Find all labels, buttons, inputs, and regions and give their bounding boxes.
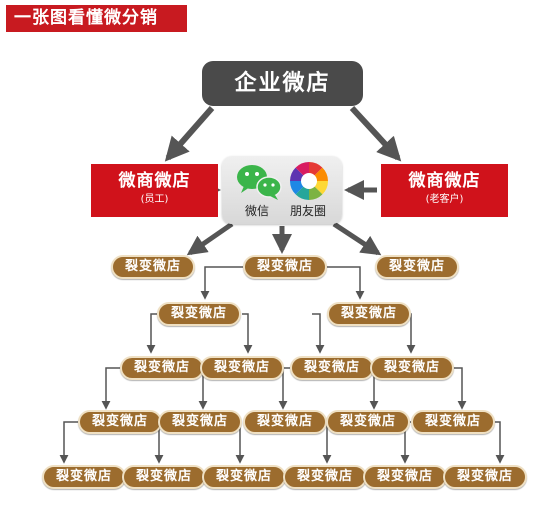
hub-icons <box>237 162 328 200</box>
fission-store-node: 裂变微店 <box>111 255 195 279</box>
page-title: 一张图看懂微分销 <box>6 5 187 32</box>
left-box-subtitle: (员工) <box>140 194 169 205</box>
enterprise-store-node: 企业微店 <box>202 61 363 106</box>
moments-icon <box>290 162 328 200</box>
fission-store-node: 裂变微店 <box>411 410 495 434</box>
fission-store-node: 裂变微店 <box>443 465 527 489</box>
fission-store-node: 裂变微店 <box>375 255 459 279</box>
fission-store-node: 裂变微店 <box>370 356 454 380</box>
right-merchant-store-box: 微商微店 (老客户) <box>381 164 508 217</box>
fission-store-node: 裂变微店 <box>243 410 327 434</box>
fission-store-node: 裂变微店 <box>327 302 411 326</box>
fission-store-node: 裂变微店 <box>200 356 284 380</box>
fission-store-node: 裂变微店 <box>283 465 367 489</box>
fission-store-node: 裂变微店 <box>157 302 241 326</box>
fission-store-node: 裂变微店 <box>120 356 204 380</box>
fission-store-node: 裂变微店 <box>158 410 242 434</box>
fission-store-node: 裂变微店 <box>363 465 447 489</box>
left-merchant-store-box: 微商微店 (员工) <box>91 164 218 217</box>
right-box-title: 微商微店 <box>408 171 481 191</box>
moments-label: 朋友圈 <box>290 204 327 218</box>
fission-store-node: 裂变微店 <box>243 255 327 279</box>
fission-store-node: 裂变微店 <box>42 465 126 489</box>
left-box-title: 微商微店 <box>118 171 191 191</box>
fission-store-node: 裂变微店 <box>290 356 374 380</box>
fission-store-node: 裂变微店 <box>78 410 162 434</box>
right-box-subtitle: (老客户) <box>425 194 464 205</box>
fission-store-node: 裂变微店 <box>326 410 410 434</box>
wechat-hub: 微信 朋友圈 <box>222 156 342 224</box>
wechat-label: 微信 <box>245 204 270 218</box>
wechat-icon <box>237 165 282 200</box>
fission-store-node: 裂变微店 <box>122 465 206 489</box>
fission-store-node: 裂变微店 <box>202 465 286 489</box>
